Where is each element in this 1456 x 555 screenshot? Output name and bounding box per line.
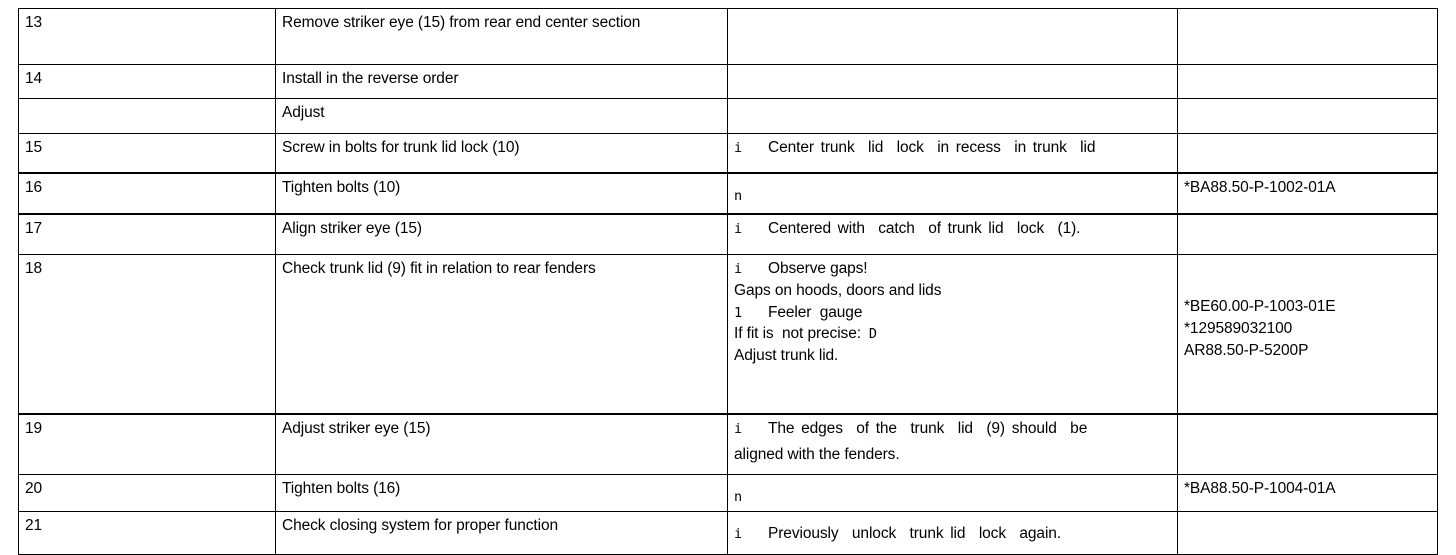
- operation-text: Adjust striker eye (15): [275, 413, 728, 475]
- reference-cell: *BE60.00-P-1003-01E *129589032100 AR88.5…: [1177, 254, 1438, 415]
- info-icon: i: [734, 421, 743, 437]
- note-cell: n: [727, 172, 1178, 215]
- reference-cell: *BA88.50-P-1004-01A: [1177, 474, 1438, 512]
- table-row: 16 Tighten bolts (10) n *BA88.50-P-1002-…: [18, 172, 1438, 215]
- operation-text: Align striker eye (15): [275, 213, 728, 255]
- note-text: Gaps on hoods, doors and lids: [734, 281, 942, 299]
- reference-cell: *BA88.50-P-1002-01A: [1177, 172, 1438, 215]
- operation-text: Install in the reverse order: [275, 64, 728, 99]
- reference-cell: [1177, 8, 1438, 65]
- reference-cell: [1177, 413, 1438, 475]
- note-cell: n: [727, 474, 1178, 512]
- step-number: 19: [18, 413, 276, 475]
- step-number: 20: [18, 474, 276, 512]
- table-row: 21 Check closing system for proper funct…: [18, 511, 1438, 555]
- note-cell: [727, 8, 1178, 65]
- info-icon: i: [734, 140, 743, 156]
- operation-text: Screw in bolts for trunk lid lock (10): [275, 133, 728, 174]
- step-number: [18, 98, 276, 134]
- note-cell: i Previously unlock trunk lid lock again.: [727, 511, 1178, 555]
- info-icon: i: [734, 221, 743, 237]
- reference-text: *BA88.50-P-1002-01A: [1184, 179, 1336, 196]
- reference-text: *BE60.00-P-1003-01E: [1184, 298, 1336, 315]
- note-cell: [727, 64, 1178, 99]
- step-number: 16: [18, 172, 276, 215]
- operation-text: Tighten bolts (16): [275, 474, 728, 512]
- note-cell: i Centered with catch of trunk lid lock (…: [727, 213, 1178, 255]
- reference-text: *BA88.50-P-1004-01A: [1184, 480, 1336, 497]
- reference-cell: [1177, 98, 1438, 134]
- torque-icon: n: [734, 489, 743, 505]
- operation-text: Check trunk lid (9) fit in relation to r…: [275, 254, 728, 415]
- step-number: 13: [18, 8, 276, 65]
- table-row: 19 Adjust striker eye (15) i The edges of…: [18, 413, 1438, 475]
- table-row: 17 Align striker eye (15) i Centered with…: [18, 213, 1438, 255]
- note-text: aligned with the fenders.: [734, 445, 900, 463]
- torque-icon: n: [734, 188, 743, 204]
- note-cell: [727, 98, 1178, 134]
- note-text: Adjust trunk lid.: [734, 347, 839, 365]
- note-text: The edges of the trunk lid (9) should be: [768, 420, 1088, 437]
- note-cell: i Center trunk lid lock in recess in trun…: [727, 133, 1178, 174]
- step-number: 17: [18, 213, 276, 255]
- note-text: Centered with catch of trunk lid lock (1…: [768, 220, 1081, 237]
- info-icon: i: [734, 261, 743, 277]
- note-text: If fit is not precise:: [734, 325, 861, 343]
- table-row: 13 Remove striker eye (15) from rear end…: [18, 8, 1438, 65]
- table-row: 18 Check trunk lid (9) fit in relation t…: [18, 254, 1438, 415]
- step-number: 18: [18, 254, 276, 415]
- note-cell: i Observe gaps! Gaps on hoods, doors and …: [727, 254, 1178, 415]
- reference-cell: [1177, 511, 1438, 555]
- link-icon: D: [868, 326, 877, 343]
- step-number: 14: [18, 64, 276, 99]
- operation-text: Tighten bolts (10): [275, 172, 728, 215]
- table-row: 20 Tighten bolts (16) n *BA88.50-P-1004-…: [18, 474, 1438, 512]
- reference-text: AR88.50-P-5200P: [1184, 341, 1309, 359]
- step-number: 15: [18, 133, 276, 174]
- note-text: Center trunk lid lock in recess in trunk…: [768, 139, 1096, 156]
- note-cell: i The edges of the trunk lid (9) should b…: [727, 413, 1178, 475]
- table-row: 14 Install in the reverse order: [18, 64, 1438, 99]
- note-text: Previously unlock trunk lid lock again.: [768, 525, 1062, 542]
- reference-cell: [1177, 213, 1438, 255]
- note-text: Feeler gauge: [768, 303, 863, 321]
- tool-icon: 1: [734, 304, 743, 321]
- table-row: 15 Screw in bolts for trunk lid lock (10…: [18, 133, 1438, 174]
- operation-text: Check closing system for proper function: [275, 511, 728, 555]
- operation-text: Adjust: [275, 98, 728, 134]
- info-icon: i: [734, 526, 743, 542]
- procedure-table: 13 Remove striker eye (15) from rear end…: [18, 8, 1438, 555]
- step-number: 21: [18, 511, 276, 555]
- note-text: Observe gaps!: [768, 260, 868, 277]
- operation-text: Remove striker eye (15) from rear end ce…: [275, 8, 728, 65]
- table-row: Adjust: [18, 98, 1438, 134]
- reference-text: *129589032100: [1184, 319, 1293, 337]
- reference-cell: [1177, 64, 1438, 99]
- reference-cell: [1177, 133, 1438, 174]
